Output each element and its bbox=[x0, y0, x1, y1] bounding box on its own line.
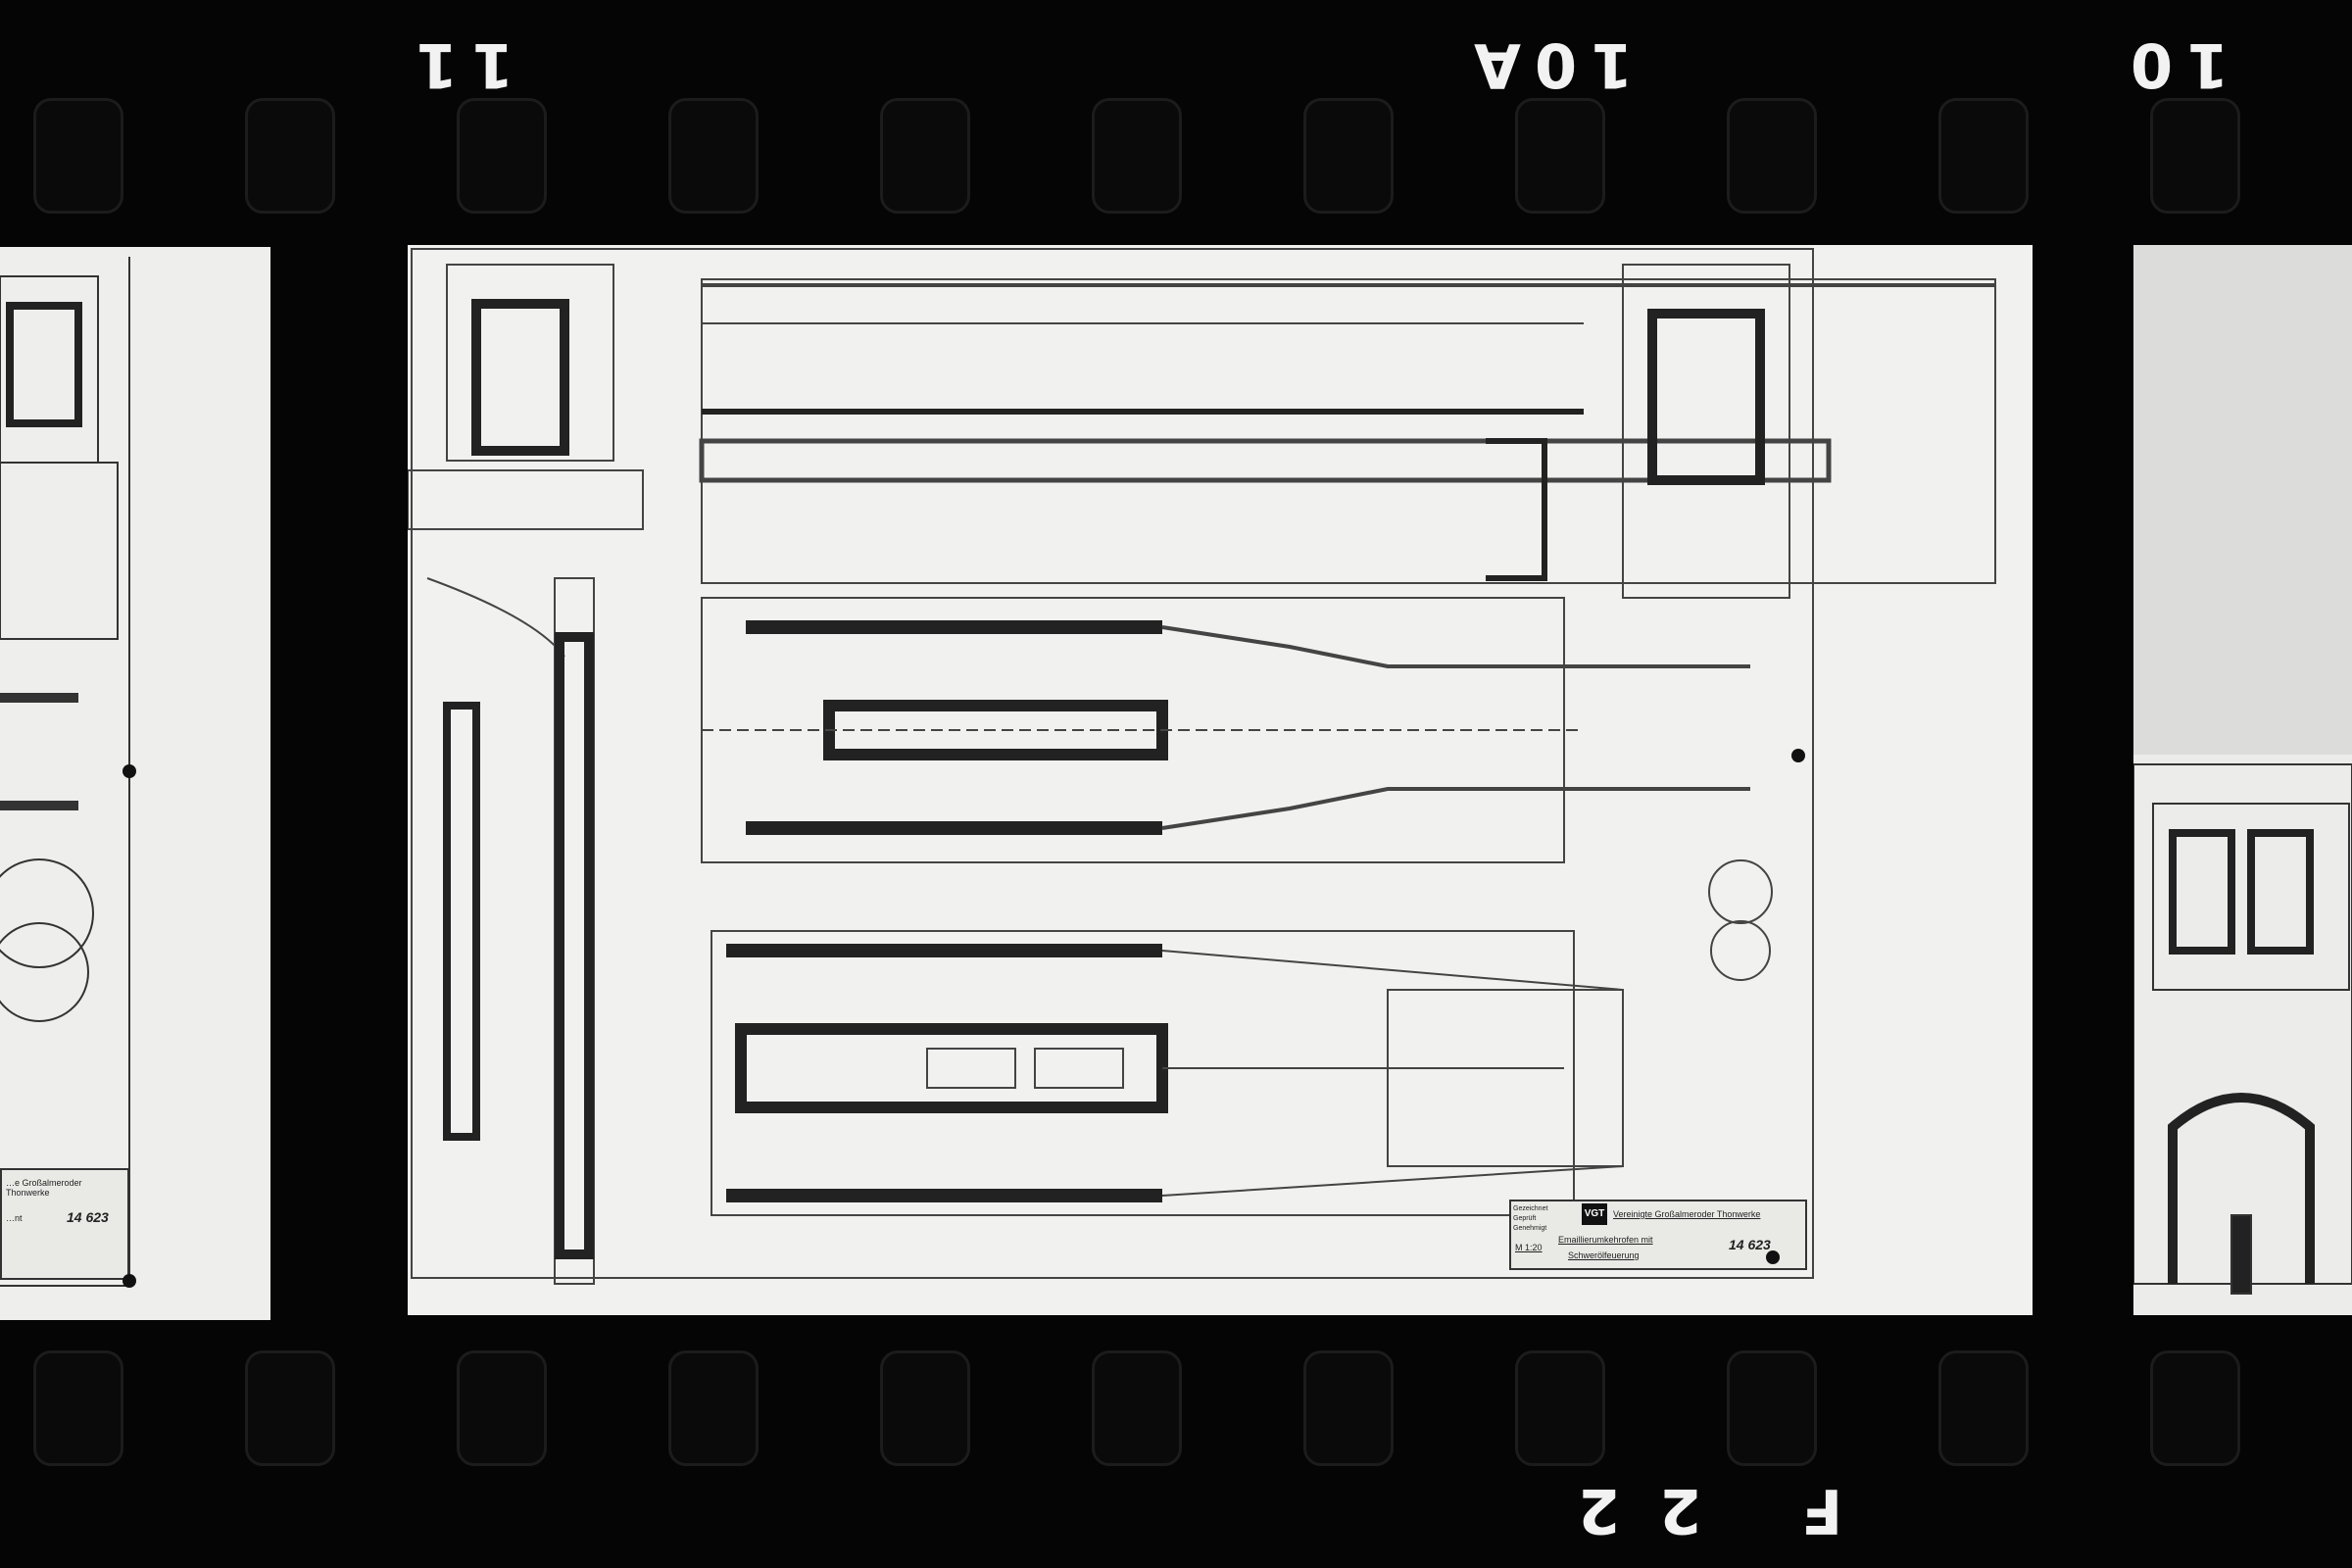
left-title-block: …e Großalmeroder Thonwerke …nt 14 623 bbox=[0, 1168, 129, 1280]
sprocket-hole bbox=[33, 98, 123, 214]
sprocket-hole bbox=[1727, 98, 1817, 214]
pin-hole bbox=[1791, 749, 1805, 762]
left-company-text: …e Großalmeroder Thonwerke bbox=[6, 1178, 82, 1198]
sprocket-hole bbox=[1303, 1350, 1394, 1466]
sprocket-hole bbox=[1938, 1350, 2029, 1466]
sprocket-hole bbox=[1515, 98, 1605, 214]
left-drawing-lines bbox=[0, 257, 130, 1287]
sprocket-hole bbox=[245, 1350, 335, 1466]
sprocket-hole bbox=[668, 1350, 759, 1466]
drawing-title-line2: Schwerölfeuerung bbox=[1568, 1250, 1640, 1260]
role-checked: Geprüft bbox=[1513, 1215, 1537, 1222]
film-code-label: F 22 bbox=[1539, 1475, 1843, 1546]
right-frame-drawing bbox=[2133, 245, 2352, 1315]
pin-hole bbox=[1766, 1250, 1780, 1264]
pin-hole bbox=[122, 1274, 136, 1288]
drawing-scale: M 1:20 bbox=[1515, 1243, 1543, 1252]
sprocket-hole bbox=[668, 98, 759, 214]
sprocket-hole bbox=[1938, 98, 2029, 214]
sprocket-hole bbox=[1727, 1350, 1817, 1466]
sprocket-hole bbox=[2150, 1350, 2240, 1466]
drawing-title-line1: Emaillierumkehrofen mit bbox=[1558, 1235, 1653, 1245]
sprocket-hole bbox=[245, 98, 335, 214]
title-block-roles: Gezeichnet Geprüft Genehmigt bbox=[1513, 1204, 1547, 1234]
sprocket-hole bbox=[2150, 98, 2240, 214]
role-approved: Genehmigt bbox=[1513, 1225, 1547, 1232]
furnace-drawing bbox=[408, 248, 1996, 1285]
company-logo: VGT bbox=[1582, 1203, 1607, 1225]
company-name: Vereinigte Großalmeroder Thonwerke bbox=[1613, 1209, 1761, 1219]
sprocket-hole bbox=[880, 98, 970, 214]
frame-number-11: 11 bbox=[402, 29, 514, 101]
sprocket-hole bbox=[33, 1350, 123, 1466]
sprocket-hole bbox=[1092, 1350, 1182, 1466]
frame-number-10a: 10A bbox=[1460, 29, 1634, 101]
sprocket-hole bbox=[1303, 98, 1394, 214]
right-drawing-lines bbox=[2133, 755, 2352, 1315]
frame-number-10: 10 bbox=[2117, 29, 2230, 101]
left-title-text: …nt bbox=[6, 1213, 23, 1223]
center-frame-drawing: Gezeichnet Geprüft Genehmigt VGT Vereini… bbox=[408, 245, 2033, 1315]
sprocket-hole bbox=[1515, 1350, 1605, 1466]
sprocket-hole bbox=[1092, 98, 1182, 214]
sprocket-hole bbox=[457, 98, 547, 214]
role-drawn: Gezeichnet bbox=[1513, 1205, 1548, 1212]
drawing-number: 14 623 bbox=[1729, 1237, 1771, 1252]
sprocket-hole bbox=[457, 1350, 547, 1466]
title-block: Gezeichnet Geprüft Genehmigt VGT Vereini… bbox=[1509, 1200, 1807, 1270]
left-drawing-number: 14 623 bbox=[67, 1209, 109, 1225]
left-frame-drawing: …e Großalmeroder Thonwerke …nt 14 623 bbox=[0, 247, 270, 1320]
sprocket-hole bbox=[880, 1350, 970, 1466]
pin-hole bbox=[122, 764, 136, 778]
